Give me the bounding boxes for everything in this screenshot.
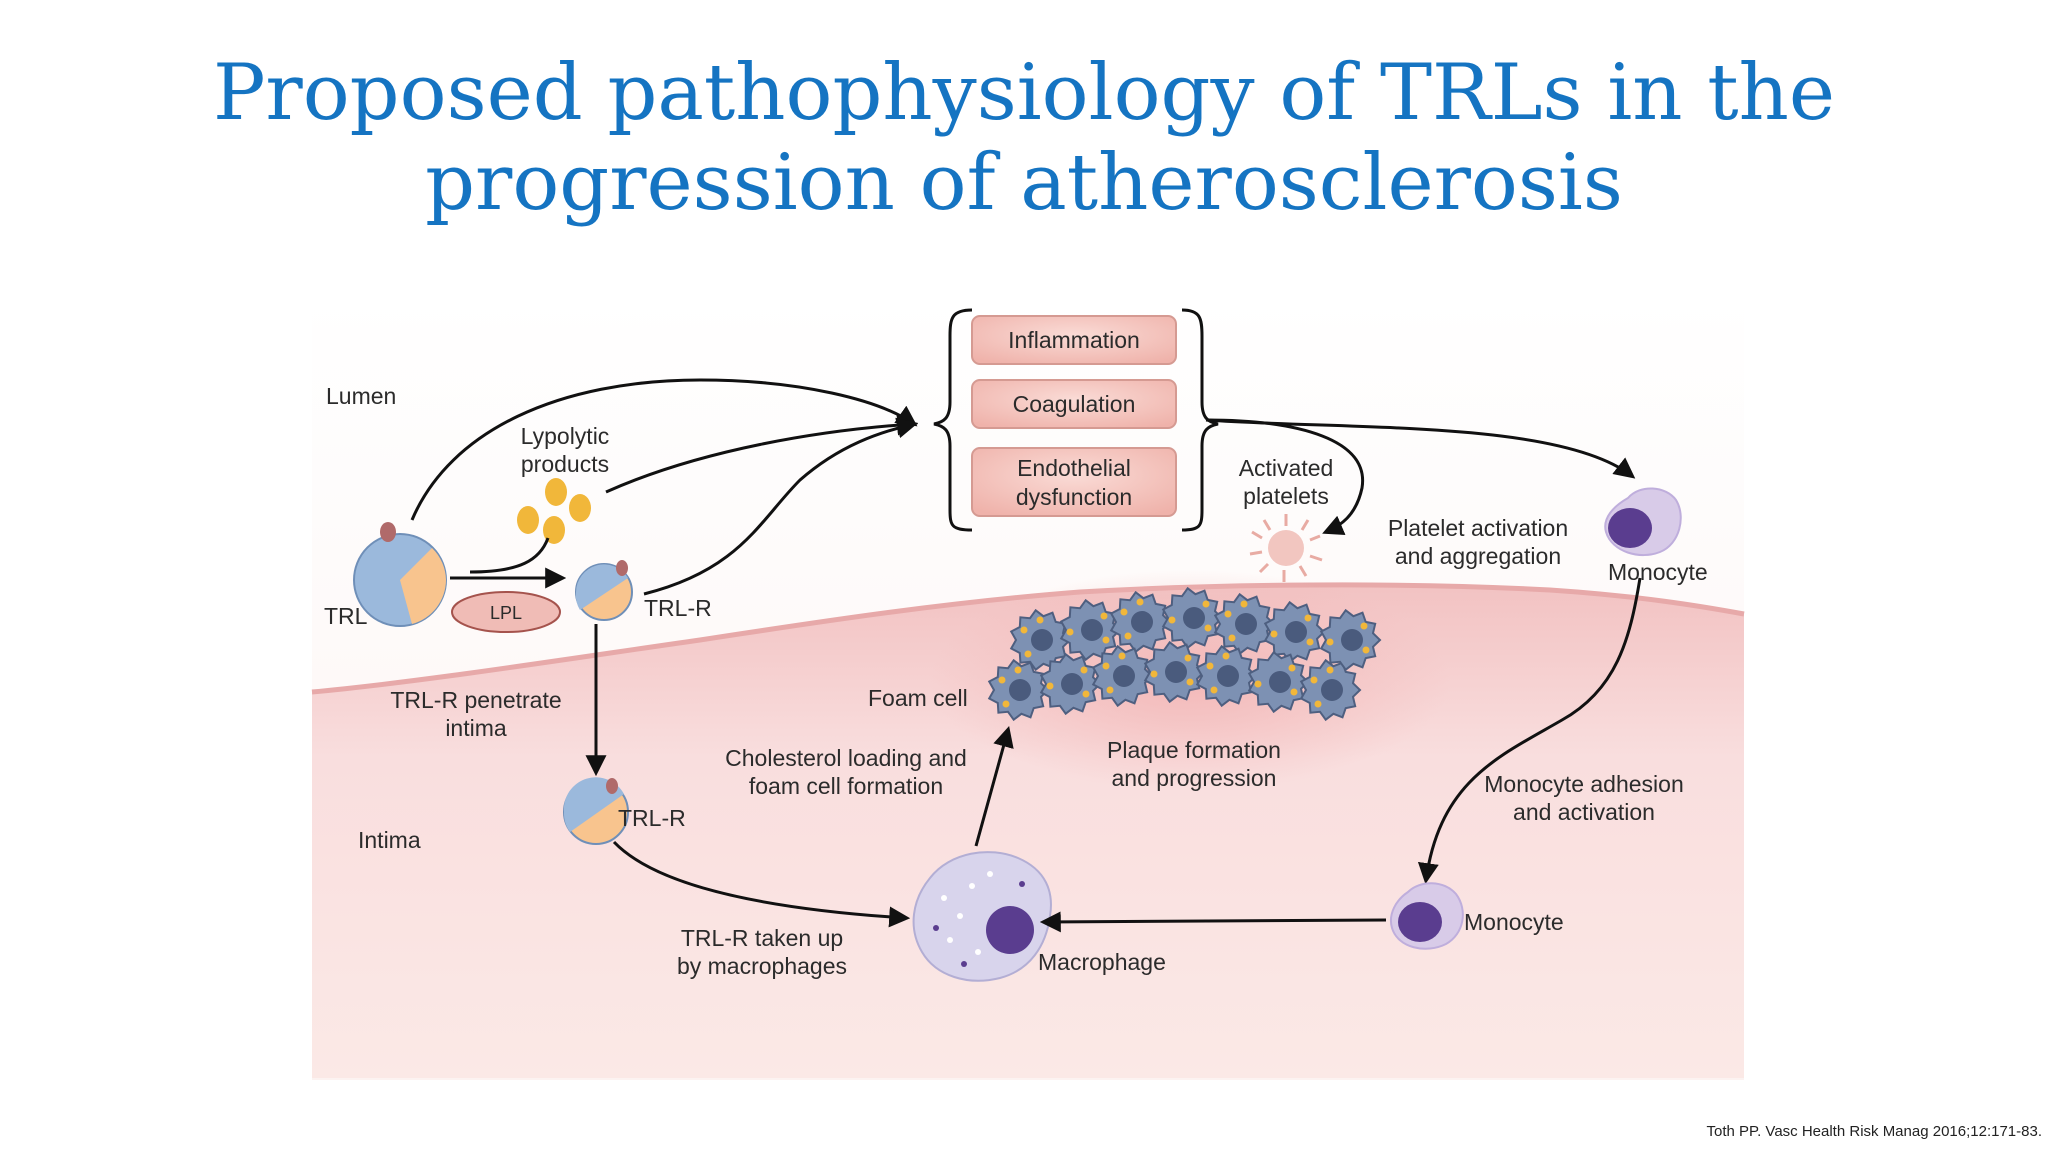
trlr-mid-label: TRL-R	[618, 805, 686, 831]
trlr-mid-particle	[563, 777, 629, 845]
penetrate-label-1: TRL-R penetrate	[390, 687, 561, 713]
foam-cell	[1247, 650, 1310, 714]
lypolytic-particles	[517, 478, 591, 544]
lypolytic-label-1: Lypolytic	[521, 423, 610, 449]
dysfunction-label: dysfunction	[1016, 484, 1132, 510]
lypolytic-label-2: products	[521, 451, 609, 477]
arrow-trlr-to-effects	[643, 417, 919, 596]
cholesterol-label-1: Cholesterol loading and	[725, 745, 967, 771]
monocyte-top-label: Monocyte	[1608, 559, 1708, 585]
platelet-activation-label-1: Platelet activation	[1388, 515, 1568, 541]
arrow-monocyte-adhesion	[1417, 577, 1642, 885]
inflammation-box	[971, 315, 1177, 365]
activated-label-2: platelets	[1243, 483, 1329, 509]
macrophage-label: Macrophage	[1038, 949, 1166, 975]
activated-label-1: Activated	[1239, 455, 1334, 481]
cholesterol-label-2: foam cell formation	[749, 773, 943, 799]
arrow-effects-to-monocyte	[1205, 418, 1636, 479]
foam-cell	[1039, 652, 1102, 716]
foam-cell	[1263, 600, 1326, 664]
monocyte-bottom-label: Monocyte	[1464, 909, 1564, 935]
taken-label-2: by macrophages	[677, 953, 847, 979]
intima-label: Intima	[358, 827, 421, 853]
trl-particle	[353, 522, 447, 627]
foam-cell	[1161, 586, 1224, 650]
arrow-trlr-to-macrophage	[612, 840, 911, 928]
lumen-label: Lumen	[326, 383, 396, 409]
lpl-label: LPL	[490, 603, 522, 623]
penetrate-label-2: intima	[445, 715, 507, 741]
arrow-trl-to-effects	[410, 378, 918, 521]
platelet-activation-label-2: and aggregation	[1395, 543, 1561, 569]
slide-title: Proposed pathophysiology of TRLs in the …	[0, 48, 2048, 228]
foam-cell	[1195, 644, 1258, 708]
coagulation-box	[971, 379, 1177, 429]
left-bracket	[933, 308, 973, 532]
trlr-top-particle	[575, 560, 633, 621]
arrow-lypolytic-to-effects	[605, 414, 919, 494]
effects-group: Inflammation Coagulation Endothelial dys…	[933, 308, 1219, 532]
citation: Toth PP. Vasc Health Risk Manag 2016;12:…	[1706, 1123, 2043, 1140]
arrow-trl-to-lypolytic	[469, 537, 550, 574]
endothelial-label: Endothelial	[1017, 455, 1131, 481]
adhesion-label-1: Monocyte adhesion	[1484, 771, 1683, 797]
coagulation-label: Coagulation	[1013, 391, 1136, 417]
monocyte-top-cell	[1604, 487, 1682, 557]
trl-label: TRL	[324, 603, 368, 629]
foam-cell	[1319, 608, 1382, 672]
monocyte-bottom-cell	[1390, 882, 1464, 950]
adhesion-label-2: and activation	[1513, 799, 1655, 825]
activated-platelets	[1249, 514, 1323, 582]
trlr-top-label: TRL-R	[644, 595, 712, 621]
plaque-label-1: Plaque formation	[1107, 737, 1281, 763]
macrophage-cell	[912, 851, 1052, 982]
plaque-label-2: and progression	[1112, 765, 1277, 791]
foam-cell-label: Foam cell	[868, 685, 968, 711]
taken-label-1: TRL-R taken up	[681, 925, 843, 951]
foam-cell	[1213, 592, 1276, 656]
foam-cell	[1059, 598, 1122, 662]
foam-cell	[987, 658, 1050, 722]
foam-cell	[1143, 640, 1206, 704]
foam-cell	[1009, 608, 1072, 672]
foam-cell-cluster	[987, 586, 1382, 722]
foam-cell	[1091, 644, 1154, 708]
title-line-1: Proposed pathophysiology of TRLs in the	[212, 48, 1836, 138]
inflammation-label: Inflammation	[1008, 327, 1140, 353]
lpl-enzyme	[451, 591, 561, 633]
endothelial-box	[971, 447, 1177, 517]
arrow-macrophage-to-foam	[974, 725, 1014, 847]
arrow-monocyte-to-macrophage	[1039, 911, 1387, 933]
right-bracket	[1181, 308, 1219, 532]
foam-cell	[1109, 590, 1172, 654]
title-line-2: progression of atherosclerosis	[425, 138, 1623, 228]
